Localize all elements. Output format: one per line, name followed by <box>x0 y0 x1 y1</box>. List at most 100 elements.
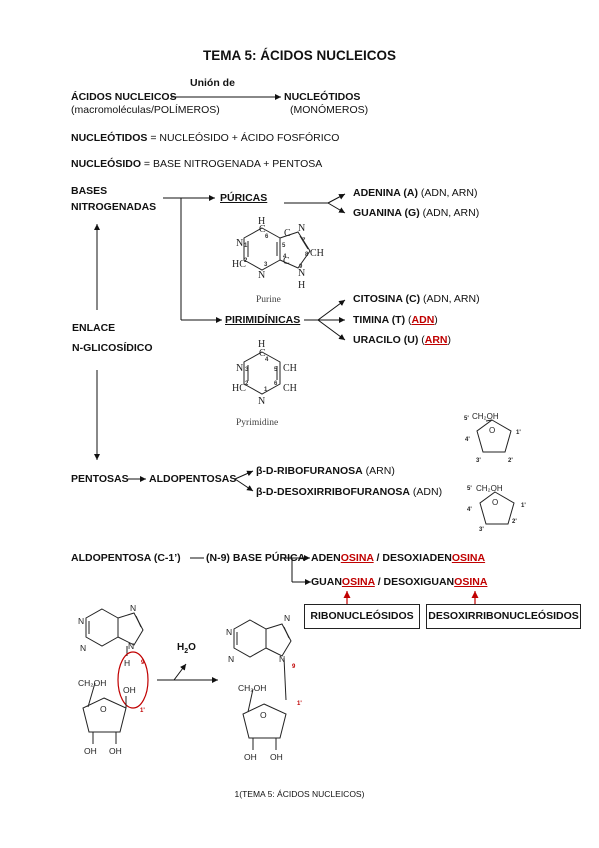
guanina-line: GUANINA (G) (ADN, ARN) <box>353 207 479 219</box>
svg-text:N: N <box>130 603 136 613</box>
guanosina-line: GUANOSINA / DESOXIGUANOSINA <box>311 576 487 588</box>
svg-text:H: H <box>298 280 305 291</box>
citosina-where: (ADN, ARN) <box>420 293 480 305</box>
timina-where: ADN <box>411 314 435 326</box>
adenina-label: ADENINA (A) <box>353 187 418 199</box>
svg-text:N: N <box>284 613 290 623</box>
nucleosido-definition: NUCLEÓSIDO = BASE NITROGENADA + PENTOSA <box>71 158 322 170</box>
uracilo-paren-close: ) <box>447 334 452 346</box>
svg-text:OH: OH <box>109 746 122 756</box>
pyrimidine-structure <box>243 351 281 395</box>
pyrimidine-caption: Pyrimidine <box>236 418 279 428</box>
uracilo-label: URACILO (U) <box>353 334 419 346</box>
svg-text:HC: HC <box>232 259 246 270</box>
deoxyribofuranose-structure <box>479 491 515 525</box>
desoxiadenosina-pre: / DESOXIADEN <box>373 552 452 564</box>
desoxiguanosina-pre: / DESOXIGUAN <box>374 576 455 588</box>
puricas-label: PÚRICAS <box>220 192 268 204</box>
timina-paren-close: ) <box>434 314 438 326</box>
svg-text:N: N <box>258 270 265 281</box>
svg-text:H: H <box>258 339 265 350</box>
desoxirribofuranosa-line: β-D-DESOXIRRIBOFURANOSA (ADN) <box>256 486 442 498</box>
svg-text:9: 9 <box>141 660 145 666</box>
svg-text:1': 1' <box>521 503 526 509</box>
svg-text:4: 4 <box>265 357 269 363</box>
svg-text:1': 1' <box>297 701 302 707</box>
svg-text:3': 3' <box>479 527 484 533</box>
aldopentosa-c1-label: ALDOPENTOSA (C-1’) <box>71 552 181 564</box>
nucleotidos-def: = NUCLEÓSIDO + ÁCIDO FOSFÓRICO <box>147 132 340 144</box>
desoxiguanosina-suffix: OSINA <box>454 576 488 588</box>
timina-line: TIMINA (T) (ADN) <box>353 314 438 326</box>
svg-text:9: 9 <box>299 264 303 270</box>
bases-title-2: NITROGENADAS <box>71 201 157 213</box>
ribofuranosa-label: β-D-RIBOFURANOSA <box>256 465 363 477</box>
pirimidinicas-label: PIRIMIDÍNICAS <box>225 314 301 326</box>
svg-text:OH: OH <box>270 752 283 762</box>
svg-text:3': 3' <box>476 458 481 464</box>
adenosina-suffix: OSINA <box>340 552 374 564</box>
svg-text:CH₂OH: CH₂OH <box>238 683 266 693</box>
svg-text:9: 9 <box>292 664 296 670</box>
svg-text:5': 5' <box>467 486 472 492</box>
nucleotidos-definition: NUCLEÓTIDOS = NUCLEÓSIDO + ÁCIDO FOSFÓRI… <box>71 132 339 144</box>
svg-text:N: N <box>279 654 285 664</box>
nucleotidos-sub: (MONÓMEROS) <box>290 104 369 116</box>
svg-text:N: N <box>298 223 305 234</box>
adenina-line: ADENINA (A) (ADN, ARN) <box>353 187 477 199</box>
svg-text:N: N <box>236 363 243 374</box>
water-label: H2O <box>177 642 196 655</box>
acidos-nucleicos-label: ÁCIDOS NUCLEICOS <box>71 91 177 103</box>
guanina-label: GUANINA (G) <box>353 207 420 219</box>
desoxirribonucleosidos-box: DESOXIRRIBONUCLEÓSIDOS <box>426 604 581 629</box>
svg-text:H: H <box>124 658 130 668</box>
svg-text:C: C <box>259 224 266 235</box>
guanosina-pre: GUAN <box>311 576 342 588</box>
svg-text:1': 1' <box>140 708 145 714</box>
svg-text:O: O <box>260 710 267 720</box>
aldopentosas-label: ALDOPENTOSAS <box>149 473 237 485</box>
svg-text:CH₂OH: CH₂OH <box>476 484 503 493</box>
pentosas-label: PENTOSAS <box>71 473 129 485</box>
svg-text:CH: CH <box>310 248 324 259</box>
svg-text:C: C <box>284 228 291 239</box>
svg-text:CH₂OH: CH₂OH <box>78 678 106 688</box>
svg-text:4: 4 <box>283 254 287 260</box>
adenina-where: (ADN, ARN) <box>417 187 478 199</box>
guanina-where: (ADN, ARN) <box>419 207 480 219</box>
svg-text:N: N <box>298 268 305 279</box>
base-purica-n9-label: (N-9) BASE PÚRICA <box>206 552 306 564</box>
svg-text:C: C <box>283 256 290 267</box>
svg-text:1: 1 <box>264 387 268 393</box>
ribofuranosa-where: (ARN) <box>362 465 395 477</box>
product-purine <box>233 619 292 701</box>
svg-text:N: N <box>80 643 86 653</box>
svg-text:6: 6 <box>265 234 269 240</box>
svg-text:O: O <box>492 498 498 507</box>
svg-text:HC: HC <box>232 383 246 394</box>
purine-caption: Purine <box>256 295 281 305</box>
ribofuranose-structure <box>476 419 512 453</box>
svg-text:CH₂OH: CH₂OH <box>472 412 499 421</box>
desoxirribofuranosa-label: β-D-DESOXIRRIBOFURANOSA <box>256 486 410 498</box>
nucleotidos-term: NUCLEÓTIDOS <box>71 132 148 144</box>
ribofuranosa-line: β-D-RIBOFURANOSA (ARN) <box>256 465 395 477</box>
union-arrow-label: Unión de <box>190 77 235 89</box>
ribonucleosidos-box: RIBONUCLEÓSIDOS <box>304 604 420 629</box>
svg-text:5': 5' <box>464 416 469 422</box>
svg-text:6: 6 <box>274 381 278 387</box>
svg-text:3: 3 <box>245 367 249 373</box>
reactant-purine <box>85 608 144 656</box>
uracilo-where: ARN <box>424 334 448 346</box>
adenosina-line: ADENOSINA / DESOXIADENOSINA <box>311 552 485 564</box>
desoxiadenosina-suffix: OSINA <box>451 552 486 564</box>
product-ribose <box>242 688 287 750</box>
svg-text:O: O <box>489 426 495 435</box>
svg-text:CH: CH <box>283 383 297 394</box>
svg-text:5: 5 <box>282 243 286 249</box>
uracilo-line: URACILO (U) (ARN) <box>353 334 451 346</box>
nucleotidos-label: NUCLEÓTIDOS <box>284 91 361 103</box>
svg-text:7: 7 <box>302 238 306 244</box>
page-title: TEMA 5: ÁCIDOS NUCLEICOS <box>202 48 396 63</box>
citosina-label: CITOSINA (C) <box>353 293 421 305</box>
